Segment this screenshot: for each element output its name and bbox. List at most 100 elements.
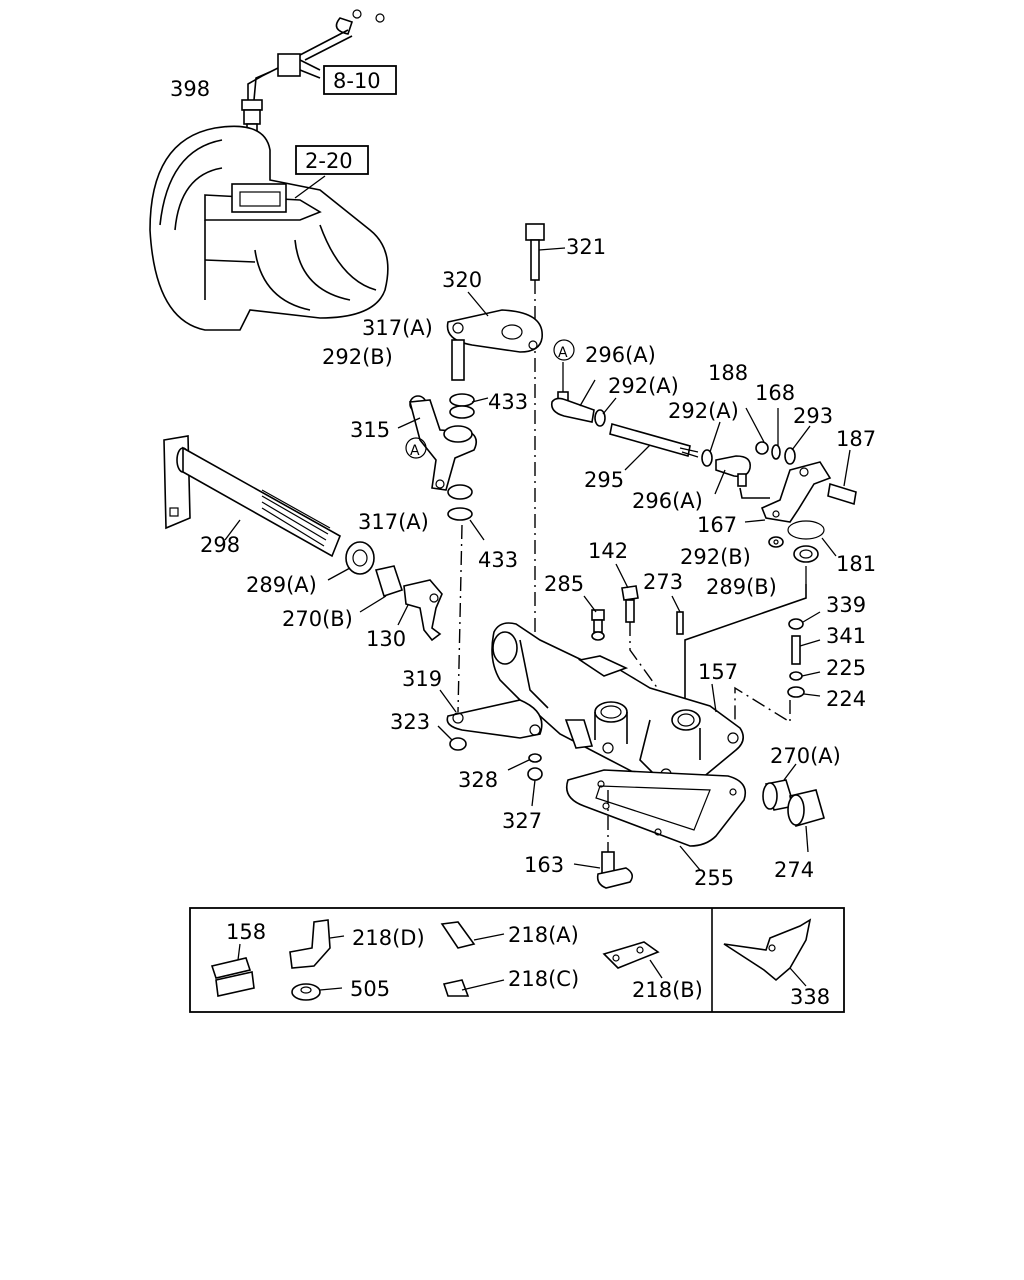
label-292b-top: 292(B) — [322, 345, 393, 369]
rod-end-296a-right — [714, 455, 752, 495]
label-296a-top: 296(A) — [585, 343, 656, 367]
bracket-167 — [739, 461, 832, 523]
label-327: 327 — [502, 809, 542, 833]
control-housing-157 — [491, 622, 744, 789]
label-255: 255 — [694, 866, 734, 890]
pin-273 — [671, 595, 684, 635]
label-321: 321 — [566, 235, 606, 259]
label-339: 339 — [826, 593, 866, 617]
nut-323 — [437, 725, 467, 751]
wiring-harness — [247, 9, 385, 101]
plate-218b — [602, 941, 663, 979]
nut-292a-right — [701, 421, 721, 467]
rod-end-296a-left — [550, 362, 596, 423]
ref-box-8-10 — [323, 65, 397, 95]
label-285: 285 — [544, 572, 584, 596]
callout-labels: 398 8-10 2-20 321 320 317(A) 292(B) 433 … — [170, 69, 876, 1009]
label-315: 315 — [350, 418, 390, 442]
nut-327 — [527, 767, 543, 807]
bushing-505 — [291, 983, 343, 1001]
washer-433-top — [449, 393, 489, 419]
reference-a-right — [553, 339, 575, 361]
washer-225 — [789, 671, 821, 681]
nut-188 — [745, 407, 769, 455]
washer-224 — [734, 686, 821, 740]
label-163: 163 — [524, 853, 564, 877]
lever-319 — [439, 524, 543, 739]
label-433-bottom: 433 — [478, 548, 518, 572]
nut-292a-left — [594, 397, 617, 427]
washer-317a-bottom — [447, 484, 485, 541]
label-218b: 218(B) — [632, 978, 703, 1002]
label-187: 187 — [836, 427, 876, 451]
label-270b: 270(B) — [282, 607, 353, 631]
label-298: 298 — [200, 533, 240, 557]
washer-328 — [507, 753, 542, 771]
label-218c: 218(C) — [508, 967, 579, 991]
washer-181 — [787, 520, 837, 557]
label-274: 274 — [774, 858, 814, 882]
label-168: 168 — [755, 381, 795, 405]
label-295: 295 — [584, 468, 624, 492]
label-157: 157 — [698, 660, 738, 684]
label-270a: 270(A) — [770, 744, 841, 768]
label-433-top: 433 — [488, 390, 528, 414]
washer-293 — [784, 425, 811, 465]
label-296a-bottom: 296(A) — [632, 489, 703, 513]
label-ref-a-right: A — [558, 345, 568, 361]
rod-295 — [609, 422, 699, 471]
bushing-270b — [359, 565, 404, 613]
bolt-142 — [615, 563, 669, 761]
bearing-289b — [684, 545, 819, 730]
label-505: 505 — [350, 977, 390, 1001]
clip-158 — [210, 943, 255, 997]
bracket-338 — [723, 918, 812, 987]
label-225: 225 — [826, 656, 866, 680]
label-8-10: 8-10 — [333, 69, 381, 93]
bearing-289a — [327, 541, 375, 581]
label-292b-bottom: 292(B) — [680, 545, 751, 569]
shaft-298 — [163, 435, 342, 558]
pin-187 — [827, 449, 857, 506]
pin-163 — [573, 790, 634, 889]
lever-320 — [446, 291, 543, 381]
stud-341 — [791, 635, 821, 665]
label-ref-a-left: A — [410, 443, 420, 459]
label-292a-1: 292(A) — [608, 374, 679, 398]
label-328: 328 — [458, 768, 498, 792]
label-167: 167 — [697, 513, 737, 537]
label-292a-2: 292(A) — [668, 399, 739, 423]
label-218d: 218(D) — [352, 926, 425, 950]
lever-130 — [397, 579, 443, 642]
label-2-20: 2-20 — [305, 149, 353, 173]
label-317a-top: 317(A) — [362, 316, 433, 340]
bolt-321 — [525, 223, 566, 281]
label-289a: 289(A) — [246, 573, 317, 597]
nut-292b-bottom — [768, 536, 784, 548]
clip-218a — [440, 921, 505, 949]
stud-285 — [583, 595, 605, 641]
label-338: 338 — [790, 985, 830, 1009]
transmission-housing — [149, 125, 389, 331]
label-320: 320 — [442, 268, 482, 292]
label-181: 181 — [836, 552, 876, 576]
label-323: 323 — [390, 710, 430, 734]
label-218a: 218(A) — [508, 923, 579, 947]
ref-box-2-20 — [295, 145, 369, 175]
label-158: 158 — [226, 920, 266, 944]
label-317a-bottom: 317(A) — [358, 510, 429, 534]
base-plate-255 — [565, 769, 747, 871]
washer-168 — [771, 408, 781, 460]
bracket-218d — [289, 919, 345, 969]
nut-339 — [788, 611, 821, 630]
label-341: 341 — [826, 624, 866, 648]
label-130: 130 — [366, 627, 406, 651]
arm-315 — [397, 399, 478, 491]
clip-218c — [442, 979, 505, 997]
bushing-274 — [787, 789, 825, 853]
label-319: 319 — [402, 667, 442, 691]
label-289b: 289(B) — [706, 575, 777, 599]
label-142: 142 — [588, 539, 628, 563]
label-224: 224 — [826, 687, 866, 711]
